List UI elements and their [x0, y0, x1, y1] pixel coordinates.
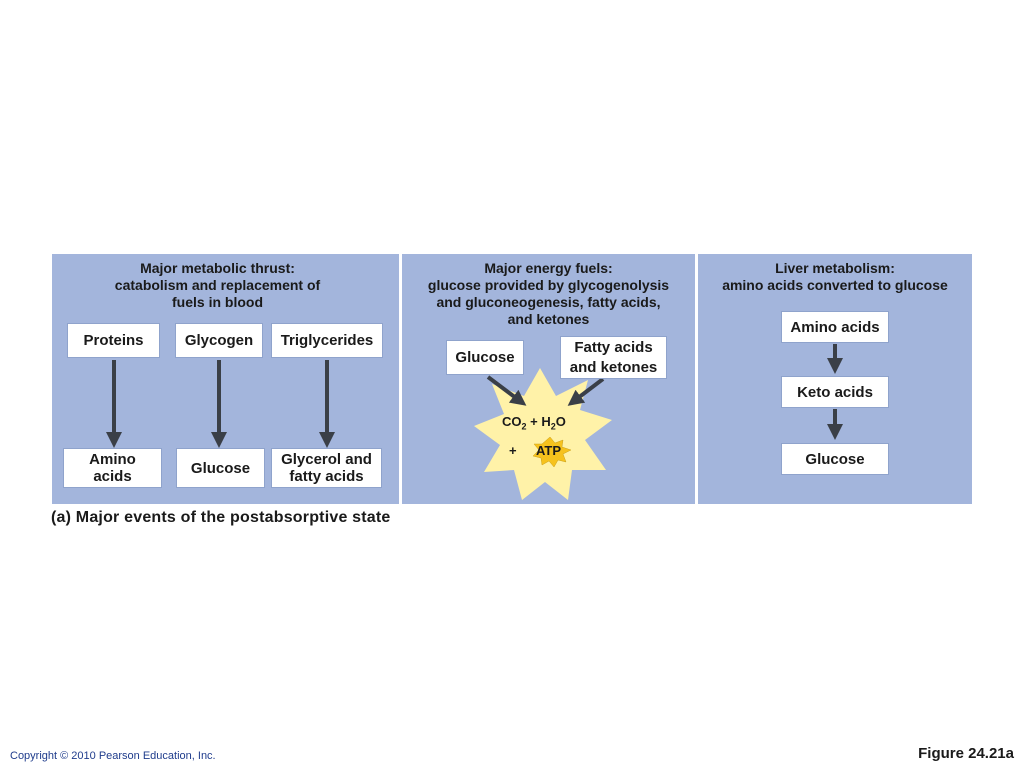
panel-2-title: Major energy fuels:: [484, 260, 613, 276]
o-text: O: [555, 414, 566, 429]
atp-label: ATP: [536, 443, 562, 458]
panel-2-subtitle-line-1: glucose provided by glycogenolysis: [427, 277, 670, 293]
h2o-subscript: 2: [550, 421, 556, 432]
panel-3-subtitle-line-1: amino acids converted to glucose: [722, 277, 948, 293]
box-glycerol-fatty-acids: Glycerol and fatty acids: [271, 448, 382, 488]
panel-2-subtitle-line-3: and ketones: [507, 311, 590, 327]
box-glucose-fuel: Glucose: [446, 340, 524, 375]
box-triglycerides: Triglycerides: [271, 323, 383, 358]
box-proteins: Proteins: [67, 323, 160, 358]
panel-3-title: Liver metabolism:: [775, 260, 895, 276]
co2-text: CO: [502, 414, 522, 429]
box-glycogen: Glycogen: [175, 323, 263, 358]
co2-subscript: 2: [521, 421, 527, 432]
box-amino-acids: Amino acids: [63, 448, 162, 488]
panel-1-title: Major metabolic thrust:: [140, 260, 295, 276]
amino-acids-line-2: acids: [93, 468, 132, 485]
plus-sign: +: [509, 443, 517, 458]
glycerol-line-1: Glycerol and: [281, 451, 372, 468]
box-glucose-liver: Glucose: [781, 443, 889, 475]
panel-2-heading: Major energy fuels: glucose provided by …: [402, 260, 695, 328]
box-keto-acids: Keto acids: [781, 376, 889, 408]
fatty-acids-line-1: Fatty acids: [574, 338, 653, 356]
panel-1-subtitle-line-1: catabolism and replacement of: [114, 277, 321, 293]
panel-3-heading: Liver metabolism: amino acids converted …: [698, 260, 972, 294]
glycerol-line-2: fatty acids: [289, 468, 364, 485]
plus-h-text: + H: [530, 414, 551, 429]
amino-acids-line-1: Amino: [89, 451, 136, 468]
box-amino-acids-liver: Amino acids: [781, 311, 889, 343]
panel-1-heading: Major metabolic thrust: catabolism and r…: [52, 260, 383, 311]
fatty-acids-line-2: and ketones: [569, 358, 658, 376]
panel-1-subtitle-line-2: fuels in blood: [172, 294, 263, 310]
products-co2-h2o: CO2 + H2O: [502, 414, 566, 432]
figure-label: Figure 24.21a: [918, 745, 1014, 762]
box-glucose-output: Glucose: [176, 448, 265, 488]
panel-2-subtitle-line-2: and gluconeogenesis, fatty acids,: [436, 294, 661, 310]
copyright: Copyright © 2010 Pearson Education, Inc.: [10, 750, 216, 762]
box-fatty-acids-ketones: Fatty acids and ketones: [560, 336, 667, 379]
figure-caption: (a) Major events of the postabsorptive s…: [51, 509, 391, 526]
